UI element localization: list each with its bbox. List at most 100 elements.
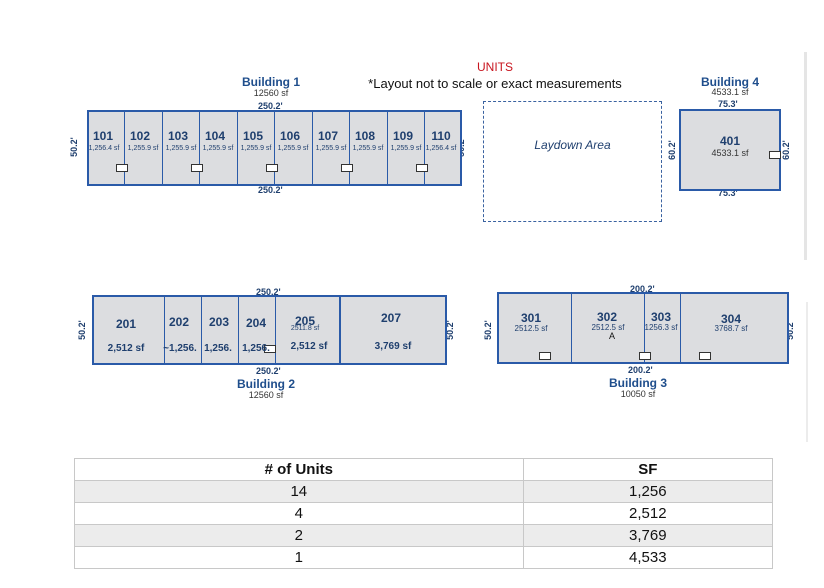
unit-wall (571, 294, 572, 362)
unit-207-sf: 3,769 sf (374, 341, 412, 352)
unit-wall (349, 112, 350, 184)
unit-wall (274, 112, 275, 184)
building-1-dim-top: 250.2' (258, 101, 283, 111)
unit-wall (680, 294, 681, 362)
unit-302-sf: 2512.5 sf (591, 323, 625, 332)
unit-203-sf: 1,256. (204, 343, 232, 354)
unit-wall (124, 112, 125, 184)
unit-wall (644, 294, 645, 362)
cell-sf: 3,769 (522, 524, 774, 547)
unit-wall (275, 297, 276, 363)
unit-207-number: 207 (380, 311, 402, 325)
building-2-dim-top: 250.2' (256, 287, 281, 297)
unit-107-number: 107 (317, 129, 339, 143)
unit-wall (164, 297, 165, 363)
cell-sf: 4,533 (522, 546, 774, 569)
table-row: 14 1,256 (74, 480, 774, 503)
table-header-row: # of Units SF (74, 458, 774, 481)
column-header-sf: SF (522, 458, 774, 481)
laydown-area-label: Laydown Area (534, 138, 611, 152)
unit-202-sf: ~1,256. (163, 343, 197, 354)
unit-101-number: 101 (92, 129, 114, 143)
building-4-name: Building 4 (701, 75, 759, 89)
building-3-plan (497, 292, 789, 364)
building-3-dim-bottom: 200.2' (628, 365, 653, 375)
laydown-area (483, 101, 662, 222)
building-4-plan (679, 109, 781, 191)
restroom-icon (191, 164, 203, 172)
restroom-icon (341, 164, 353, 172)
unit-wall (238, 297, 239, 363)
unit-102-number: 102 (129, 129, 151, 143)
unit-302-number: 302 (596, 310, 618, 324)
unit-303-sf: 1256.3 sf (644, 323, 678, 332)
restroom-icon (264, 345, 276, 353)
building-1-plan (87, 110, 462, 186)
unit-304-sf: 3768.7 sf (714, 324, 748, 333)
unit-wall (387, 112, 388, 184)
unit-wall (237, 112, 238, 184)
unit-108-sf: 1,255.9 sf (352, 145, 384, 152)
unit-wall (424, 112, 425, 184)
cell-units: 2 (74, 524, 524, 547)
unit-205-sf-small: 2511.8 sf (290, 325, 320, 332)
building-1-dim-left: 50.2' (68, 137, 79, 157)
unit-201-sf: 2,512 sf (107, 343, 145, 354)
unit-201-number: 201 (115, 317, 137, 331)
layout-note: *Layout not to scale or exact measuremen… (368, 76, 622, 91)
building-4-dim-left: 60.2' (666, 140, 677, 160)
marker-a: A (608, 331, 615, 341)
building-4-dim-bottom: 75.3' (718, 188, 738, 198)
scrollbar-track-lower[interactable] (806, 302, 808, 442)
unit-wall (199, 112, 200, 184)
unit-304-number: 304 (720, 312, 742, 326)
unit-109-number: 109 (392, 129, 414, 143)
unit-104-sf: 1,255.9 sf (202, 145, 234, 152)
unit-105-number: 105 (242, 129, 264, 143)
unit-wall (162, 112, 163, 184)
unit-203-number: 203 (208, 315, 230, 329)
units-title: UNITS (477, 60, 513, 74)
unit-104-number: 104 (204, 129, 226, 143)
building-1-dim-bottom: 250.2' (258, 185, 283, 195)
building-3-dim-top: 200.2' (630, 284, 655, 294)
cell-units: 4 (74, 502, 524, 525)
building-3-dim-left: 50.2' (482, 320, 493, 340)
restroom-icon (699, 352, 711, 360)
unit-401-number: 401 (719, 134, 741, 148)
table-row: 4 2,512 (74, 502, 774, 525)
unit-107-sf: 1,255.9 sf (315, 145, 347, 152)
building-3-sf: 10050 sf (620, 389, 656, 399)
building-1-sf: 12560 sf (253, 88, 289, 98)
unit-205-sf: 2,512 sf (290, 341, 328, 352)
table-row: 1 4,533 (74, 546, 774, 569)
unit-205-number: 205 (294, 314, 316, 328)
unit-105-sf: 1,255.9 sf (240, 145, 272, 152)
unit-301-number: 301 (520, 311, 542, 325)
unit-301-sf: 2512.5 sf (514, 324, 548, 333)
unit-110-number: 110 (431, 129, 451, 143)
unit-204-number: 204 (245, 316, 267, 330)
unit-101-sf: 1,256.4 sf (88, 145, 120, 152)
building-4-sf: 4533.1 sf (711, 87, 749, 97)
unit-106-number: 106 (279, 129, 301, 143)
unit-wall (201, 297, 202, 363)
building-3-name: Building 3 (609, 376, 667, 390)
unit-102-sf: 1,255.9 sf (127, 145, 159, 152)
building-4-dim-top: 75.3' (718, 99, 738, 109)
unit-108-number: 108 (354, 129, 376, 143)
unit-103-sf: 1,255.9 sf (165, 145, 197, 152)
unit-wall (339, 297, 341, 363)
building-2-sf: 12560 sf (248, 390, 284, 400)
unit-204-sf: 1,256. (242, 343, 270, 354)
building-2-name: Building 2 (237, 377, 295, 391)
cell-sf: 2,512 (522, 502, 774, 525)
table-row: 2 3,769 (74, 524, 774, 547)
unit-103-number: 103 (167, 129, 189, 143)
unit-109-sf: 1,255.9 sf (390, 145, 422, 152)
scrollbar-track[interactable] (804, 52, 807, 260)
cell-sf: 1,256 (522, 480, 774, 503)
restroom-icon (116, 164, 128, 172)
unit-303-number: 303 (650, 310, 672, 324)
cell-units: 14 (74, 480, 524, 503)
